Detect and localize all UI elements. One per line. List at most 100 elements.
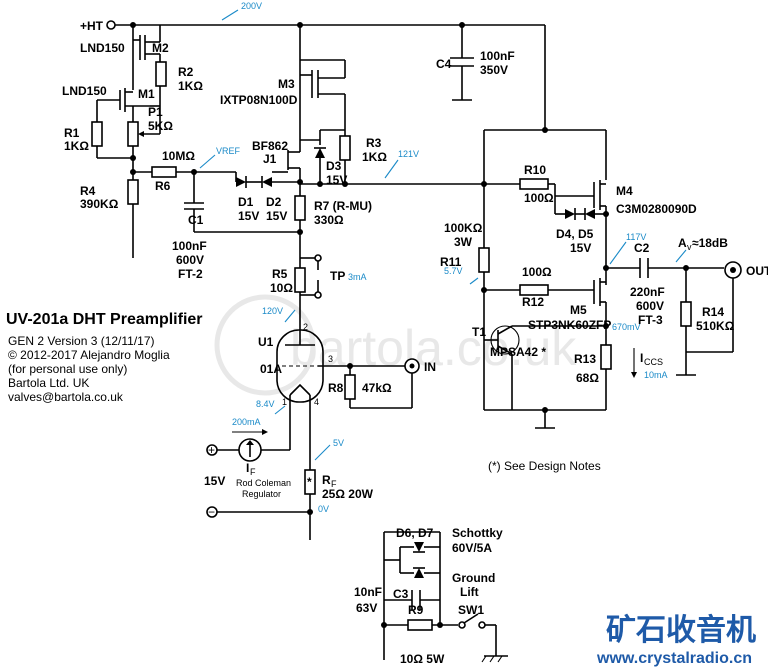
r13-resistor — [600, 344, 612, 370]
c1-v1: 100nF — [172, 239, 207, 253]
ht-voltage: 200V — [241, 1, 262, 11]
r1-value: 1KΩ — [64, 139, 89, 153]
r10-value: 100Ω — [524, 191, 554, 205]
m4-type: C3M0280090D — [616, 202, 697, 216]
r3-resistor — [339, 135, 351, 161]
ics-sub: CCS — [644, 357, 663, 367]
r3-value: 1KΩ — [362, 150, 387, 164]
c2-v1: 220nF — [630, 285, 665, 299]
r13-label: R13 — [574, 352, 596, 366]
info-line-5: valves@bartola.co.uk — [8, 390, 124, 404]
minus-label: − — [208, 505, 215, 519]
reg-line2: Regulator — [242, 489, 281, 499]
gain-label: A — [678, 236, 687, 250]
r4-value: 390KΩ — [80, 197, 119, 211]
d2-label: D2 — [266, 195, 282, 209]
r5-value: 10Ω — [270, 281, 293, 295]
m5-label: M5 — [570, 303, 587, 317]
d3-zener — [315, 148, 325, 158]
c3-v2: 63V — [356, 601, 377, 615]
m2-type: LND150 — [80, 41, 125, 55]
plus-terminal — [206, 444, 218, 456]
v5-annotation: 5V — [333, 438, 344, 448]
r2-resistor — [155, 61, 167, 87]
pin4: 4 — [314, 397, 319, 407]
r6-resistor — [151, 166, 177, 178]
if-label: I — [246, 461, 249, 475]
r2-label: R2 — [178, 65, 194, 79]
r9-value: 10Ω 5W — [400, 652, 445, 666]
c2-v2: 600V — [636, 299, 664, 313]
sw1-label: SW1 — [458, 603, 484, 617]
v0-annotation: 0V — [318, 504, 329, 514]
j1-type: BF862 — [252, 139, 288, 153]
r4-label: R4 — [80, 184, 96, 198]
v121-annotation: 121V — [398, 149, 419, 159]
rf-value: 25Ω 20W — [322, 487, 374, 501]
schottky-1: Schottky — [452, 526, 503, 540]
m3-label: M3 — [278, 77, 295, 91]
c2-v3: FT-3 — [638, 313, 663, 327]
v57-annotation: 5.7V — [444, 266, 463, 276]
r5-label: R5 — [272, 267, 288, 281]
d1-zener — [236, 177, 246, 187]
r11-v2: 3W — [454, 235, 473, 249]
design-note: (*) See Design Notes — [488, 459, 601, 473]
pin1: 1 — [282, 397, 287, 407]
p1-value: 5KΩ — [148, 119, 173, 133]
info-line-3: (for personal use only) — [8, 362, 127, 376]
d1-value: 15V — [238, 209, 259, 223]
r2-value: 1KΩ — [178, 79, 203, 93]
info-line-1: GEN 2 Version 3 (12/11/17) — [8, 334, 155, 348]
r3-label: R3 — [366, 136, 382, 150]
p1-label: P1 — [148, 105, 163, 119]
c1-label: C1 — [188, 213, 204, 227]
r14-label: R14 — [702, 305, 724, 319]
c4-v1: 100nF — [480, 49, 515, 63]
if-current: 200mA — [232, 417, 261, 427]
gain-sub: v — [687, 242, 692, 252]
ground-lift-1: Ground — [452, 571, 495, 585]
schottky-2: 60V/5A — [452, 541, 492, 555]
r14-resistor — [680, 301, 692, 327]
r7-label: R7 (R-MU) — [314, 199, 372, 213]
d4-zener — [565, 209, 575, 219]
r14-value: 510KΩ — [696, 319, 735, 333]
u1-label: U1 — [258, 335, 274, 349]
sw1-switch[interactable] — [458, 621, 466, 629]
c1-v2: 600V — [176, 253, 204, 267]
d1-label: D1 — [238, 195, 254, 209]
r7-value: 330Ω — [314, 213, 344, 227]
r7-resistor — [294, 195, 306, 221]
c3-label: C3 — [393, 587, 409, 601]
m2-label: M2 — [152, 41, 169, 55]
ht-label: +HT — [80, 19, 104, 33]
brand-url[interactable]: www.crystalradio.cn — [596, 650, 752, 667]
r8-resistor — [344, 374, 356, 400]
r6-value: 10MΩ — [162, 149, 195, 163]
c4-label: C4 — [436, 57, 452, 71]
d45-label: D4, D5 — [556, 227, 594, 241]
r11-v1: 100KΩ — [444, 221, 483, 235]
m1-label: M1 — [138, 87, 155, 101]
c1-v3: FT-2 — [178, 267, 203, 281]
v117-annotation: 117V — [626, 232, 646, 242]
r9-resistor — [407, 619, 433, 631]
plus-label: + — [208, 443, 215, 457]
r5-resistor — [294, 267, 306, 293]
d3-label: D3 — [326, 159, 342, 173]
c3-v1: 10nF — [354, 585, 382, 599]
gain-value: ≈18dB — [692, 236, 728, 250]
rf-label: R — [322, 473, 331, 487]
r8-label: R8 — [328, 381, 344, 395]
d2-value: 15V — [266, 209, 287, 223]
page-title: UV-201a DHT Preamplifier — [6, 311, 203, 328]
c4-v2: 350V — [480, 63, 508, 77]
j1-label: J1 — [263, 152, 277, 166]
d2-zener — [262, 177, 272, 187]
pin3: 3 — [328, 354, 333, 364]
r12-label: R12 — [522, 295, 544, 309]
ground-lift-2: Lift — [460, 585, 479, 599]
t1-type: MPSA42 * — [490, 345, 546, 359]
r11-resistor — [478, 247, 490, 273]
